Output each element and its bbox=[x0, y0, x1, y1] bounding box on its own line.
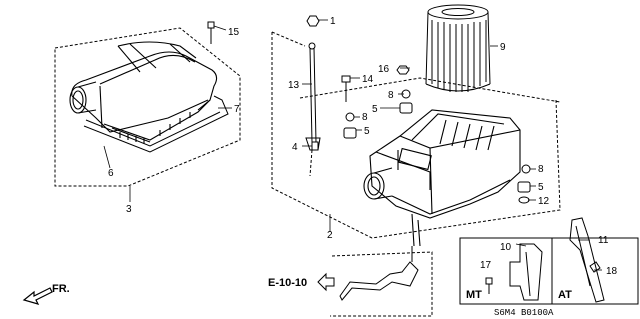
label-18: 18 bbox=[606, 266, 618, 277]
label-14: 14 bbox=[362, 74, 374, 85]
mounting-bracket bbox=[339, 246, 419, 301]
label-7: 7 bbox=[234, 104, 240, 115]
mt-bracket bbox=[485, 243, 543, 301]
cover-assembly-frame bbox=[54, 27, 241, 187]
at-bracket bbox=[569, 217, 605, 303]
reference-bracket-frame bbox=[330, 251, 433, 317]
label-5b: 5 bbox=[364, 126, 370, 137]
air-cleaner-case bbox=[363, 109, 521, 247]
label-8c: 8 bbox=[538, 164, 544, 175]
case-assembly-frame bbox=[271, 31, 561, 239]
leader-lines bbox=[103, 19, 602, 271]
label-8a: 8 bbox=[388, 90, 394, 101]
label-9: 9 bbox=[500, 42, 506, 53]
air-filter-element bbox=[425, 4, 491, 92]
label-12: 12 bbox=[538, 196, 550, 207]
label-2: 2 bbox=[327, 230, 333, 241]
label-4: 4 bbox=[292, 142, 298, 153]
diagram-code: S6M4 B0100A bbox=[494, 308, 554, 318]
part-labels: 1 2 3 4 5 5 5 6 7 8 8 8 9 10 11 12 13 14… bbox=[52, 16, 618, 318]
label-5a: 5 bbox=[372, 104, 378, 115]
label-8b: 8 bbox=[362, 112, 368, 123]
reference-arrow-icon bbox=[317, 272, 335, 292]
drain-tube bbox=[305, 42, 321, 151]
label-1: 1 bbox=[330, 16, 336, 27]
small-fasteners bbox=[207, 15, 531, 204]
front-label: FR. bbox=[52, 283, 70, 295]
reference-label: E-10-10 bbox=[268, 277, 307, 289]
label-13: 13 bbox=[288, 80, 300, 91]
variant-at-label: AT bbox=[558, 289, 572, 301]
label-5c: 5 bbox=[538, 182, 544, 193]
variant-mt-label: MT bbox=[466, 289, 482, 301]
label-17: 17 bbox=[480, 260, 492, 271]
front-arrow-icon bbox=[22, 287, 53, 305]
label-11: 11 bbox=[598, 235, 609, 246]
label-10: 10 bbox=[500, 242, 512, 253]
label-3: 3 bbox=[126, 204, 132, 215]
cover-gasket bbox=[83, 95, 229, 153]
label-6: 6 bbox=[108, 168, 114, 179]
air-cleaner-cover bbox=[69, 41, 218, 144]
label-16: 16 bbox=[378, 64, 390, 75]
variant-box bbox=[459, 237, 639, 305]
label-15: 15 bbox=[228, 27, 240, 38]
